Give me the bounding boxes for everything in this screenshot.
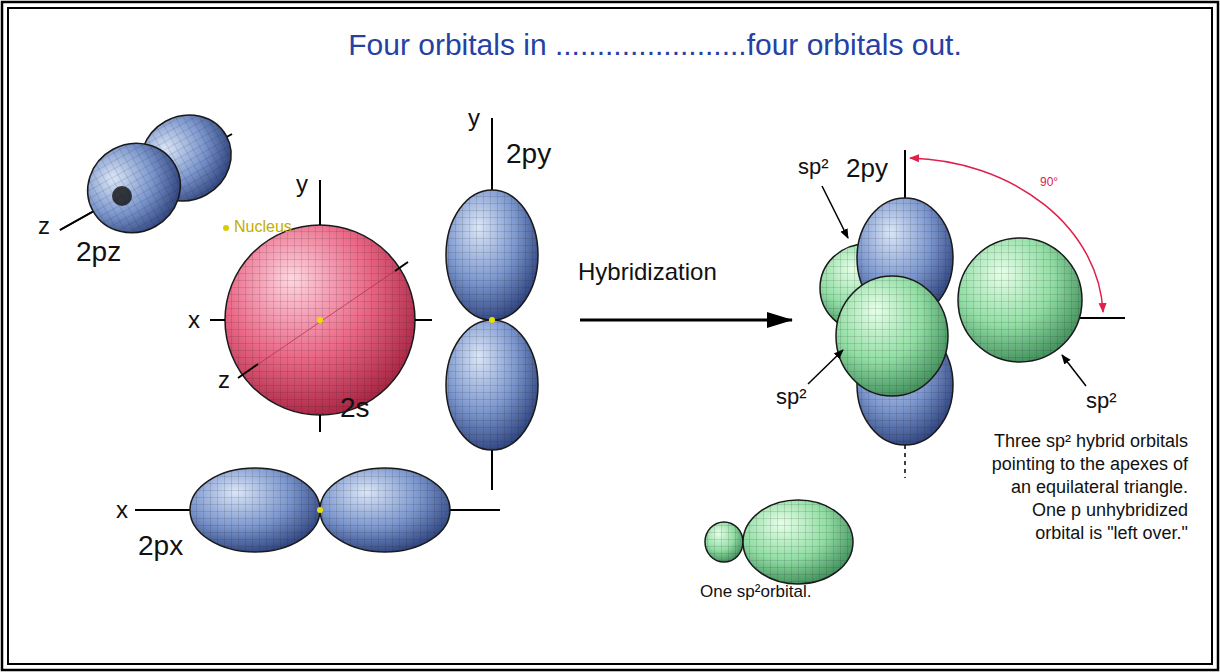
nucleus-dot (223, 225, 229, 231)
axis-label: z (218, 366, 230, 394)
note-text: Three sp² hybrid orbitals pointing to th… (980, 430, 1188, 545)
axis-label: x (188, 306, 200, 334)
pz-orbital (60, 99, 247, 249)
py-orbital (446, 118, 538, 490)
single-sp2-orbital (705, 500, 853, 584)
orbital-label: 2py (506, 138, 551, 170)
angle-label: 90° (1040, 176, 1058, 190)
reaction-arrow (580, 319, 792, 322)
orbital-label: 2s (340, 392, 370, 424)
s-orbital (210, 180, 432, 432)
axis-label: y (296, 170, 308, 198)
caption-label: One sp²orbital. (700, 582, 812, 602)
orbital-label: 2px (138, 530, 183, 562)
hybrid-label: sp² (1086, 388, 1117, 413)
inner-frame (8, 8, 1212, 664)
nucleus-label: Nucleus (234, 218, 292, 236)
orbital-label: 2py (846, 154, 888, 184)
axis-label: y (468, 104, 480, 132)
hybrid-label: sp² (798, 154, 829, 179)
axis-label: z (38, 212, 50, 240)
sp2-hybrid-set (808, 150, 1125, 478)
process-label: Hybridization (578, 258, 717, 286)
axis-label: x (116, 496, 128, 524)
px-orbital (135, 468, 500, 552)
hybrid-label: sp² (776, 384, 807, 409)
orbital-label: 2pz (76, 236, 121, 268)
diagram-title: Four orbitals in .......................… (348, 28, 962, 63)
